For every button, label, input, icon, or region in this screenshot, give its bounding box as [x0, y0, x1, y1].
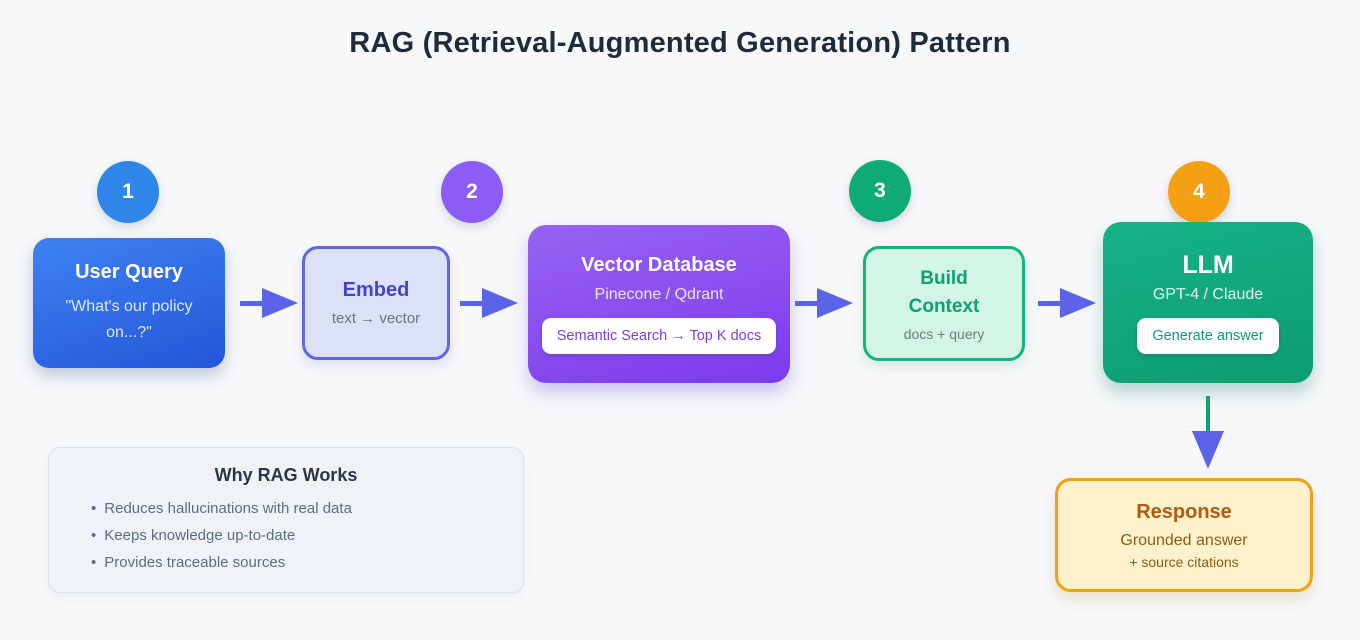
list-item: • Provides traceable sources — [91, 554, 503, 571]
step-number: 1 — [122, 180, 134, 203]
arrow-head — [1060, 288, 1096, 318]
node-user-query-title: User Query — [75, 260, 183, 283]
why-panel-title: Why RAG Works — [214, 465, 358, 485]
arrow-stem — [795, 300, 817, 306]
arrow-right-icon — [1038, 288, 1096, 318]
node-response-subtitle-1: Grounded answer — [1120, 531, 1248, 549]
semantic-search-badge: Semantic Search → Top K docs — [541, 318, 777, 354]
arrow-right-icon — [240, 288, 298, 318]
page-title: RAG (Retrieval-Augmented Generation) Pat… — [349, 27, 1011, 59]
arrow-stem — [240, 300, 262, 306]
bullet-icon: • — [91, 527, 97, 544]
node-vector-subtitle: Pinecone / Qdrant — [594, 286, 724, 303]
node-llm: LLM GPT-4 / Claude Generate answer — [1103, 222, 1313, 383]
bullet-text: Keeps knowledge up-to-date — [104, 527, 296, 544]
arrow-down-icon — [1192, 431, 1224, 469]
node-user-query: User Query "What's our policy on...?" — [33, 238, 225, 368]
arrow-head — [262, 288, 298, 318]
node-embed-title: Embed — [342, 279, 410, 301]
node-vector-title: Vector Database — [581, 254, 737, 276]
node-build-title: Build Context — [908, 268, 980, 317]
node-response-title: Response — [1136, 500, 1232, 523]
node-build-context: Build Context docs + query — [863, 246, 1025, 361]
generate-answer-badge: Generate answer — [1137, 318, 1279, 354]
step-badge-4: 4 — [1168, 161, 1230, 223]
list-item: • Reduces hallucinations with real data — [91, 500, 503, 517]
node-user-query-subtitle: "What's our policy on...?" — [65, 297, 193, 341]
arrow-right-icon — [460, 288, 518, 318]
node-embed: Embed text → vector — [302, 246, 450, 360]
list-item: • Keeps knowledge up-to-date — [91, 527, 503, 544]
bullet-text: Provides traceable sources — [104, 554, 286, 571]
step-number: 2 — [466, 180, 478, 203]
node-response: Response Grounded answer + source citati… — [1055, 478, 1313, 592]
bullet-text: Reduces hallucinations with real data — [104, 500, 352, 517]
step-badge-3: 3 — [849, 160, 911, 222]
step-badge-2: 2 — [441, 161, 503, 223]
arrow-down-stem — [1206, 396, 1210, 433]
node-build-subtitle: docs + query — [903, 325, 985, 342]
arrow-stem — [1038, 300, 1060, 306]
bullet-icon: • — [91, 554, 97, 571]
node-llm-subtitle: GPT-4 / Claude — [1152, 286, 1264, 303]
arrow-head — [817, 288, 853, 318]
step-number: 4 — [1193, 180, 1205, 203]
node-embed-subtitle: text → vector — [331, 310, 421, 327]
bullet-icon: • — [91, 500, 97, 517]
node-response-subtitle-2: + source citations — [1129, 553, 1239, 570]
node-llm-title: LLM — [1182, 251, 1234, 279]
arrow-head — [482, 288, 518, 318]
node-vector-database: Vector Database Pinecone / Qdrant Semant… — [528, 225, 790, 383]
step-badge-1: 1 — [97, 161, 159, 223]
arrow-stem — [460, 300, 482, 306]
why-panel-bullet-list: • Reduces hallucinations with real data … — [69, 500, 503, 571]
why-rag-works-panel: Why RAG Works • Reduces hallucinations w… — [48, 447, 524, 593]
step-number: 3 — [874, 179, 886, 202]
arrow-right-icon — [795, 288, 853, 318]
